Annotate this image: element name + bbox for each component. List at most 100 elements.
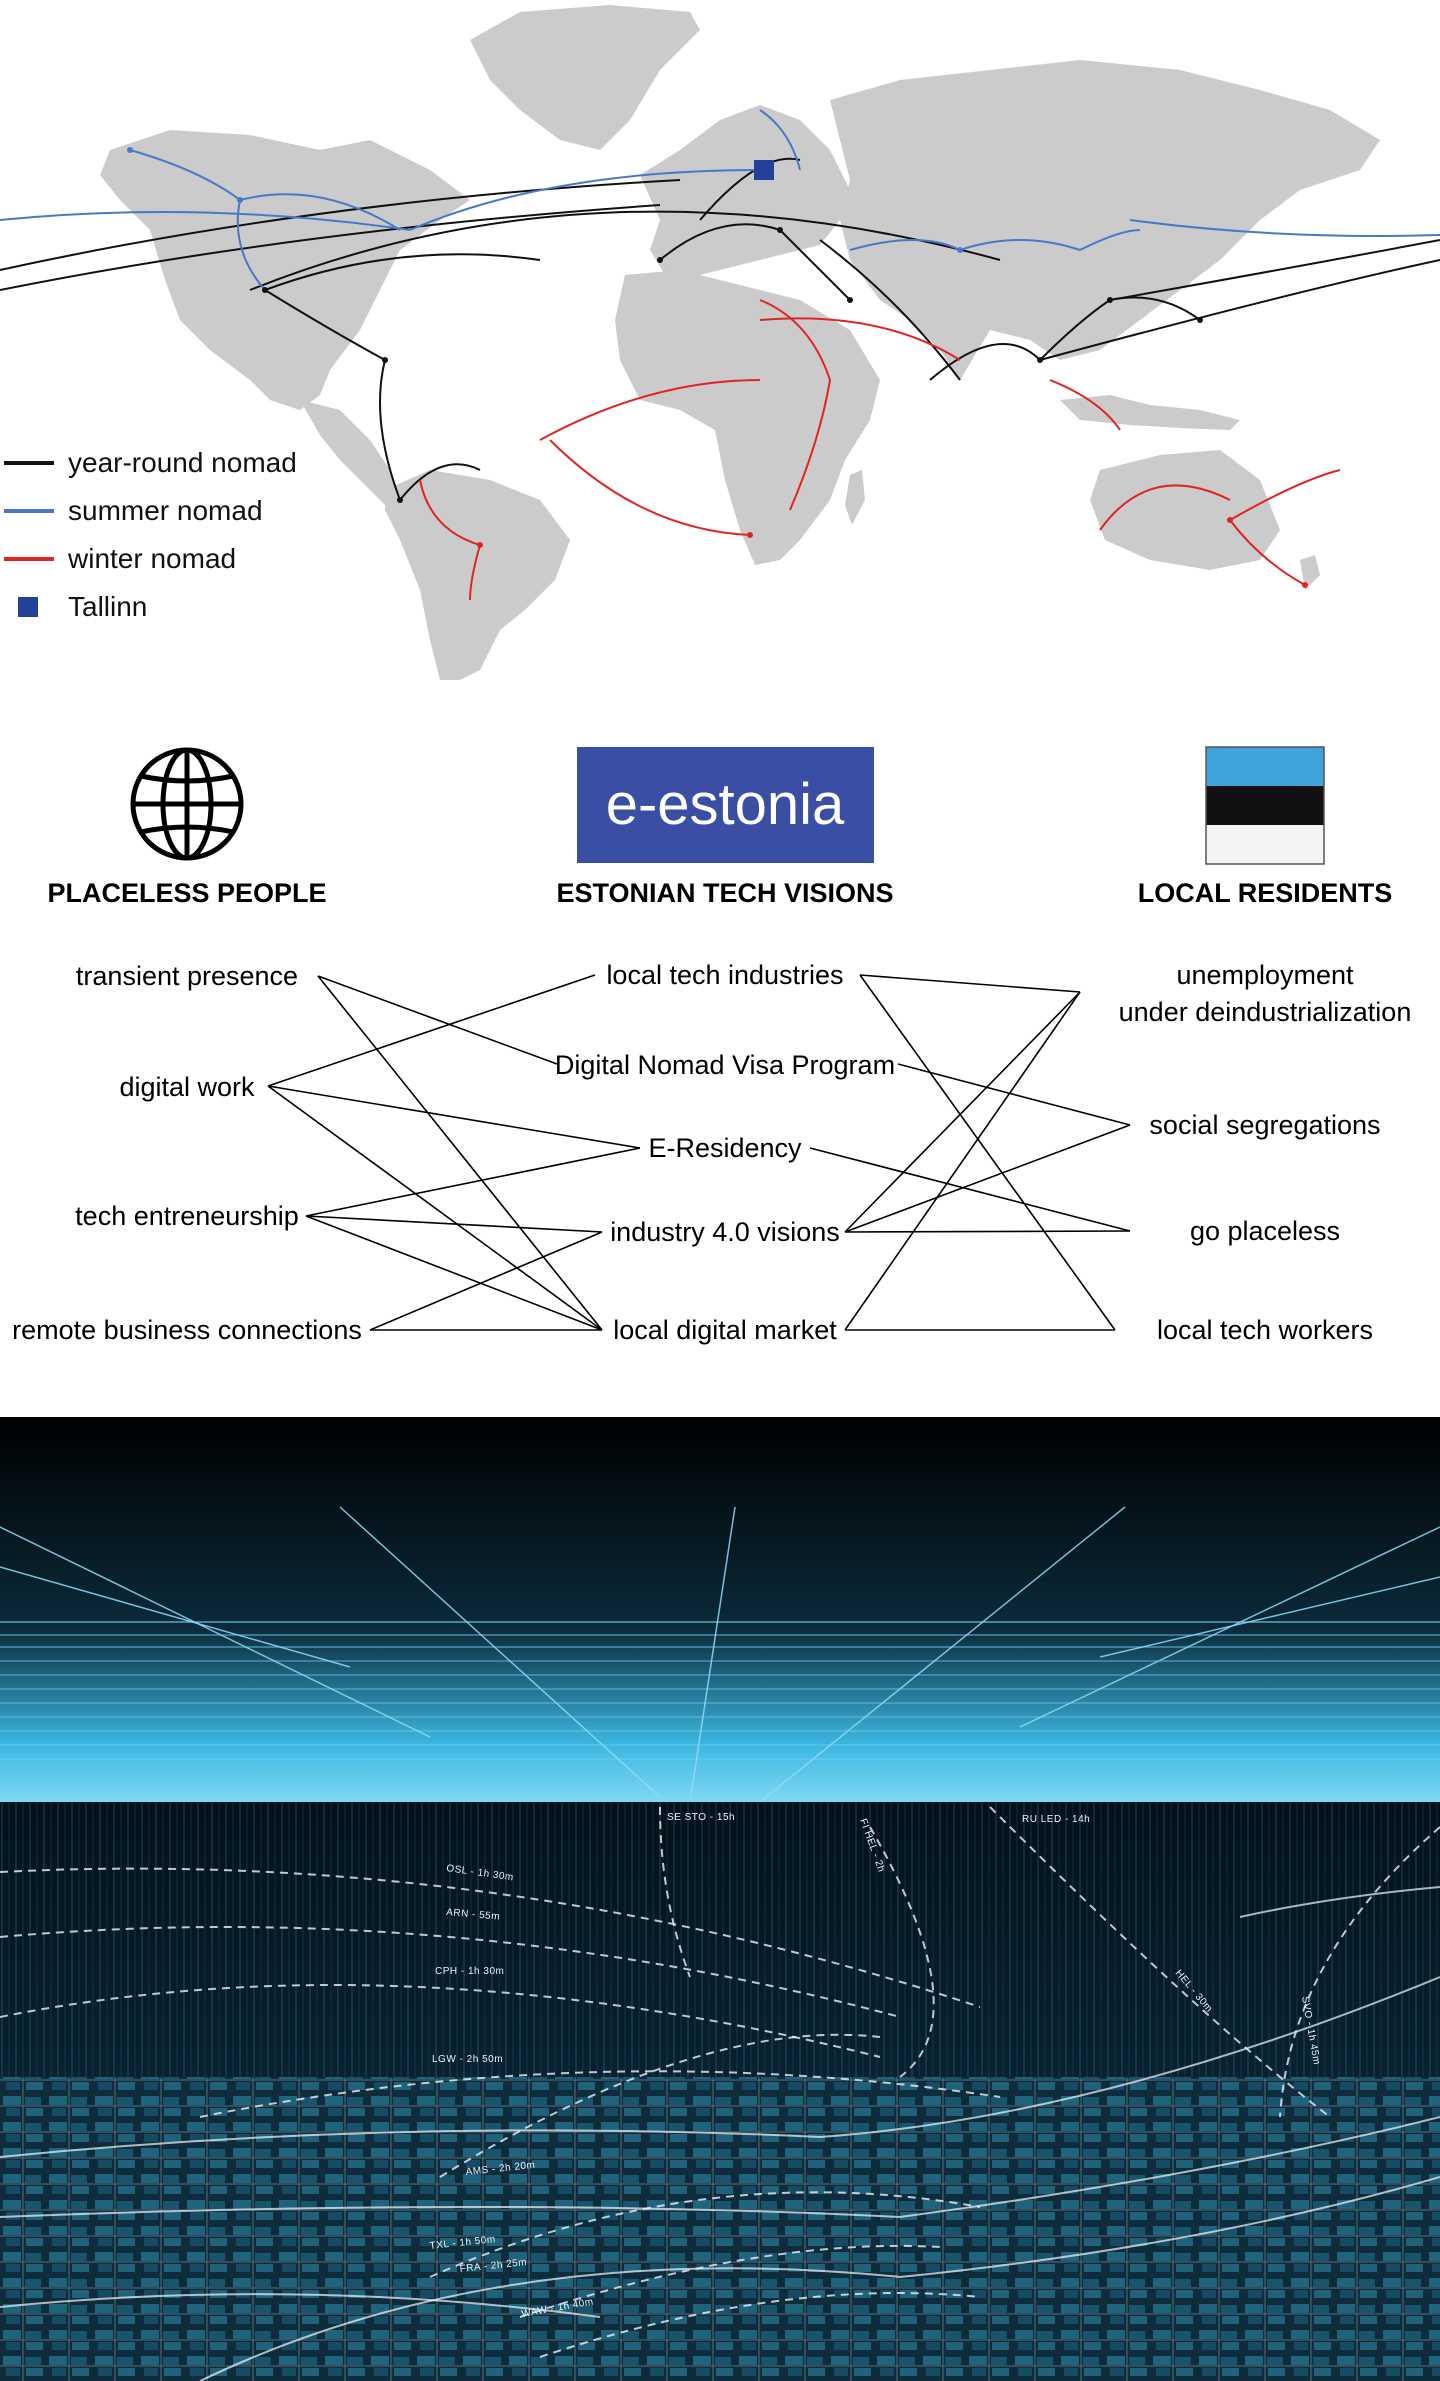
route-node	[1302, 582, 1308, 588]
landmass-africa	[615, 270, 880, 565]
route-yr-11	[1039, 299, 1111, 361]
route-node	[397, 497, 403, 503]
route-yr-1	[0, 204, 661, 291]
edge	[897, 1063, 1131, 1126]
route-yr-16	[929, 343, 1041, 381]
edge	[305, 1215, 603, 1331]
route-node	[382, 357, 388, 363]
route-su-2	[236, 199, 266, 291]
data-columns	[0, 1802, 1440, 2102]
route-wi-3	[539, 379, 761, 441]
flight-label-arn: ARN - 55m	[446, 1907, 501, 1923]
e-estonia-logo: e-estonia	[577, 747, 874, 863]
edge	[859, 974, 1116, 1331]
route-yr-5	[379, 359, 401, 501]
world-map: year-round nomad summer nomad winter nom…	[0, 5, 1440, 680]
route-yr-2	[0, 179, 681, 271]
connectors	[267, 974, 1131, 1331]
route-su-3	[239, 193, 401, 231]
legend-label-winter: winter nomad	[67, 543, 236, 574]
route-yr-14	[1039, 259, 1440, 361]
route-node	[1197, 317, 1203, 323]
route-wi-7	[759, 317, 961, 361]
node-local-tech-industries: local tech industries	[606, 960, 843, 990]
route-su-8	[959, 239, 1081, 251]
flight-label-sto: SE STO - 15h	[667, 1812, 735, 1823]
legend-swatch-tallinn	[18, 597, 38, 617]
center-nodes: local tech industries Digital Nomad Visa…	[555, 960, 895, 1345]
horizon-grid	[0, 1621, 1440, 1760]
route-wi-9	[1099, 484, 1231, 531]
landmass-japan	[1180, 240, 1200, 290]
legend-label-year-round: year-round nomad	[68, 447, 297, 478]
flight-label-cph: CPH - 1h 30m	[435, 1966, 504, 1977]
node-social-segregations: social segregations	[1149, 1110, 1380, 1140]
route-node	[777, 227, 783, 233]
edge	[267, 1085, 641, 1149]
e-estonia-logo-bg	[577, 747, 874, 863]
route-su-10	[1079, 229, 1141, 251]
route-su-5	[409, 169, 761, 231]
estonian-flag-icon	[1205, 746, 1325, 865]
route-node	[1227, 517, 1233, 523]
e-estonia-logo-text: e-estonia	[606, 772, 845, 837]
route-yr-3	[264, 253, 541, 291]
route-node	[747, 532, 753, 538]
relation-diagram: e-estonia PLACELESS PEOPLE ESTONIAN TECH…	[12, 746, 1412, 1345]
route-su-4	[0, 211, 411, 231]
edge	[317, 975, 558, 1065]
edge	[844, 991, 1081, 1331]
edge	[369, 1231, 603, 1331]
route-node	[847, 297, 853, 303]
route-wi-10	[1229, 469, 1341, 521]
edge	[305, 1147, 641, 1217]
routes	[0, 109, 1440, 601]
landmass-south-america	[385, 470, 570, 680]
route-yr-10	[819, 239, 961, 381]
route-yr-15	[249, 210, 1001, 291]
edge	[844, 991, 1081, 1233]
route-node	[127, 147, 133, 153]
route-su-7	[849, 239, 961, 251]
col-title-tech-visions: ESTONIAN TECH VISIONS	[556, 878, 893, 908]
route-yr-13	[1109, 239, 1440, 301]
landmass-indonesia	[1060, 395, 1240, 430]
edge	[267, 1085, 603, 1331]
city-blocks	[0, 2077, 1440, 2381]
route-yr-9	[779, 229, 851, 301]
node-local-tech-workers: local tech workers	[1157, 1315, 1373, 1345]
route-wi-8	[1049, 379, 1121, 431]
route-node	[657, 257, 663, 263]
route-wi-6	[789, 379, 831, 511]
flight-arcs	[0, 1806, 1440, 2358]
edge	[317, 975, 603, 1331]
route-su-6	[759, 109, 801, 171]
edge	[844, 1124, 1131, 1233]
node-e-residency: E-Residency	[648, 1133, 802, 1163]
route-node	[262, 287, 268, 293]
landmass-europe	[640, 105, 850, 275]
route-yr-4	[264, 289, 386, 361]
route-yr-7	[659, 223, 781, 261]
legend-label-tallinn: Tallinn	[68, 591, 147, 622]
landmass-australia	[1090, 450, 1280, 570]
perspective-rays	[0, 1506, 1440, 1803]
route-su-9	[1129, 219, 1440, 237]
node-digital-nomad-visa: Digital Nomad Visa Program	[555, 1050, 895, 1080]
globe-icon	[130, 747, 244, 861]
route-wi-1	[419, 479, 481, 546]
node-local-digital-market: local digital market	[613, 1315, 837, 1345]
node-tech-entreneurship: tech entreneurship	[75, 1201, 299, 1231]
landmass-asia	[830, 60, 1380, 380]
node-industry-4-visions: industry 4.0 visions	[610, 1217, 840, 1247]
legend-label-summer: summer nomad	[68, 495, 263, 526]
node-unemployment: unemployment	[1176, 960, 1354, 990]
edge	[267, 974, 596, 1087]
route-yr-6	[399, 463, 481, 501]
route-wi-4	[549, 439, 751, 536]
route-node	[1037, 357, 1043, 363]
right-nodes: unemployment under deindustrialization s…	[1119, 960, 1412, 1345]
left-nodes: transient presence digital work tech ent…	[12, 961, 362, 1345]
route-su-1	[129, 149, 241, 201]
